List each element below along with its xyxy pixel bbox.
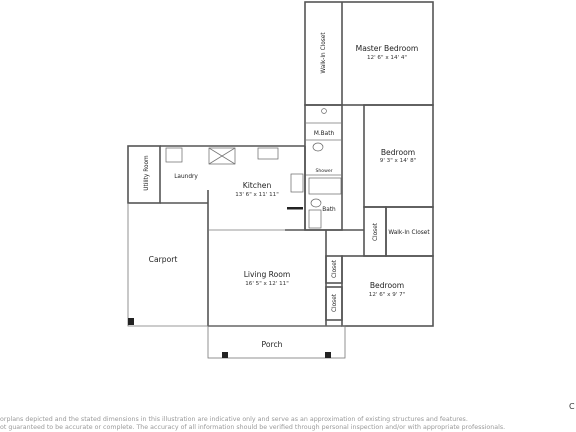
master-bedroom-label: Master Bedroom bbox=[356, 44, 419, 53]
walkin-closet-top-label: Walk-In Closet bbox=[321, 32, 327, 74]
closet-b-label: Closet bbox=[332, 259, 338, 278]
porch-label: Porch bbox=[262, 340, 283, 349]
closet-c-label: Closet bbox=[332, 293, 338, 312]
utility-room-label: Utility Room bbox=[144, 155, 150, 191]
fixtures bbox=[128, 108, 342, 358]
bedroom-bottom-label: Bedroom bbox=[370, 281, 404, 290]
kitchen-label: Kitchen bbox=[243, 181, 272, 190]
bedroom-bottom-dims: 12' 6" x 9' 7" bbox=[369, 292, 406, 298]
master-bedroom-dims: 12' 6" x 14' 4" bbox=[367, 55, 407, 61]
walls bbox=[127, 1, 434, 359]
kitchen-dims: 13' 6" x 11' 11" bbox=[235, 192, 279, 198]
bedroom-right-label: Bedroom bbox=[381, 148, 415, 157]
living-room-dims: 16' 5" x 12' 11" bbox=[245, 281, 289, 287]
corner-letter: C bbox=[569, 402, 575, 411]
shower-label: Shower bbox=[315, 168, 332, 174]
walkin-closet-right-label: Walk-In Closet bbox=[388, 230, 430, 236]
laundry-label: Laundry bbox=[174, 174, 198, 180]
mbath-label: M.Bath bbox=[314, 131, 335, 137]
closet-a-label: Closet bbox=[373, 222, 379, 241]
room-labels: Master Bedroom 12' 6" x 14' 4" Walk-In C… bbox=[144, 32, 430, 349]
disclaimer-line-1: orplans depicted and the stated dimensio… bbox=[0, 416, 468, 423]
living-room-label: Living Room bbox=[244, 270, 291, 279]
carport-label: Carport bbox=[149, 255, 178, 264]
disclaimer-line-2: ot guaranteed to be accurate or complete… bbox=[0, 424, 506, 431]
bath-label: Bath bbox=[322, 207, 336, 213]
bedroom-right-dims: 9' 3" x 14' 8" bbox=[380, 158, 417, 164]
